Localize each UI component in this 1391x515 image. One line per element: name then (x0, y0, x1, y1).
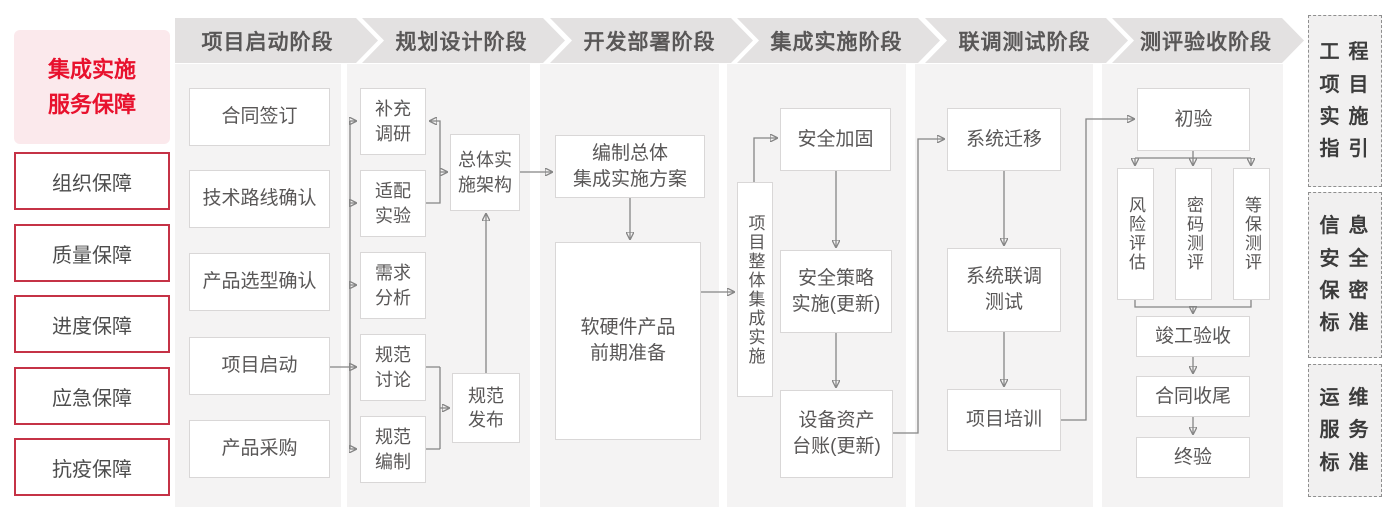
standard-project-implementation-guide: 工程 项目 实施 指引 (1308, 15, 1382, 187)
node-hw-sw-preparation: 软硬件产品 前期准备 (555, 242, 701, 440)
phase-header-dev-deploy: 开发部署阶段 (550, 18, 753, 63)
node-security-policy-impl: 安全策略 实施(更新) (780, 250, 892, 333)
node-security-hardening: 安全加固 (780, 108, 891, 171)
node-overall-impl-architecture: 总体实 施架构 (450, 134, 520, 211)
node-completion-acceptance: 竣工验收 (1136, 316, 1250, 357)
node-final-acceptance: 终验 (1136, 437, 1250, 478)
node-compile-overall-plan: 编制总体 集成实施方案 (555, 135, 705, 198)
sidebar-item-emergency: 应急保障 (14, 367, 170, 425)
node-requirement-analysis: 需求 分析 (360, 252, 426, 319)
node-system-joint-test: 系统联调 测试 (947, 248, 1061, 332)
node-spec-compilation: 规范 编制 (360, 416, 426, 483)
node-system-migration: 系统迁移 (947, 108, 1061, 171)
standard-ops-service: 运维 服务 标准 (1308, 364, 1382, 497)
sidebar-item-progress: 进度保障 (14, 295, 170, 353)
node-mlps-evaluation: 等保测评 (1233, 168, 1270, 300)
standard-info-security-confidentiality: 信息 安全 保密 标准 (1308, 192, 1382, 358)
node-supplementary-research: 补充 调研 (360, 88, 426, 155)
node-contract-closure: 合同收尾 (1136, 376, 1250, 417)
node-spec-discussion: 规范 讨论 (360, 334, 426, 401)
node-project-kickoff: 项目启动 (189, 337, 330, 395)
phase-header-joint-test: 联调测试阶段 (925, 18, 1128, 63)
node-overall-integration-impl: 项目整体集成实施 (737, 182, 773, 397)
node-product-selection-confirm: 产品选型确认 (189, 253, 330, 311)
node-asset-ledger-update: 设备资产 台账(更新) (780, 390, 893, 478)
node-tech-route-confirm: 技术路线确认 (189, 170, 330, 228)
node-spec-release: 规范 发布 (452, 373, 520, 443)
node-contract-signing: 合同签订 (189, 88, 330, 146)
sidebar-item-quality: 质量保障 (14, 224, 170, 282)
node-risk-assessment: 风险评估 (1117, 168, 1154, 300)
sidebar-title: 集成实施 服务保障 (14, 30, 170, 144)
node-crypto-evaluation: 密码测评 (1175, 168, 1212, 300)
sidebar-item-organization: 组织保障 (14, 152, 170, 210)
node-initial-acceptance: 初验 (1137, 88, 1250, 151)
node-adaptation-experiment: 适配 实验 (360, 170, 426, 237)
phase-header-eval-acceptance: 测评验收阶段 (1112, 18, 1304, 63)
sidebar-item-epidemic: 抗疫保障 (14, 438, 170, 496)
phase-header-project-kickoff: 项目启动阶段 (175, 18, 378, 63)
phase-header-planning-design: 规划设计阶段 (362, 18, 565, 63)
node-project-training: 项目培训 (947, 389, 1061, 451)
phase-header-integration-impl: 集成实施阶段 (737, 18, 940, 63)
node-product-procurement: 产品采购 (189, 420, 330, 478)
